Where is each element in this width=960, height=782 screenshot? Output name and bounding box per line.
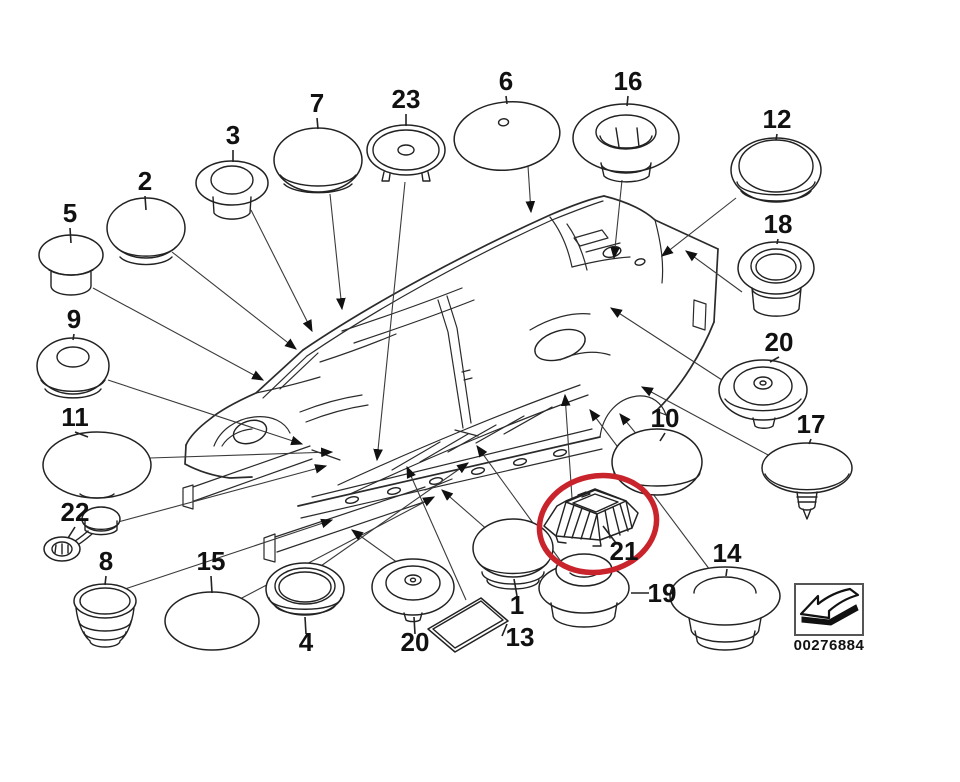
part-22-glyph <box>43 506 121 562</box>
part-4-glyph <box>265 562 345 616</box>
part-23-glyph <box>366 124 446 182</box>
label-20-right: 20 <box>765 327 794 357</box>
part-3-glyph <box>195 160 269 220</box>
part-18-glyph <box>737 241 815 317</box>
part-8-glyph <box>73 583 137 648</box>
highlight-ellipse-part-21 <box>536 472 660 576</box>
legend-part-number: 00276884 <box>794 637 865 654</box>
label-9: 9 <box>67 304 81 334</box>
label-13: 13 <box>506 622 535 652</box>
part-9-glyph <box>36 337 110 399</box>
label-ticks <box>67 95 812 637</box>
label-19: 19 <box>648 578 677 608</box>
label-10: 10 <box>651 403 680 433</box>
part-20-bottom-glyph <box>371 558 455 623</box>
label-17: 17 <box>797 409 826 439</box>
label-23: 23 <box>392 84 421 114</box>
part-5-glyph <box>38 234 104 296</box>
label-6: 6 <box>499 66 513 96</box>
label-1: 1 <box>510 590 524 620</box>
label-2: 2 <box>138 166 152 196</box>
part-labels: 5 2 3 7 23 6 16 12 18 20 17 9 11 22 8 15… <box>61 66 826 657</box>
part-12-glyph <box>730 137 822 203</box>
label-8: 8 <box>99 546 113 576</box>
part-glyphs <box>36 100 853 653</box>
part-7-glyph <box>273 127 363 194</box>
part-13-glyph <box>427 597 509 653</box>
part-20-right-glyph <box>718 359 808 429</box>
label-14: 14 <box>713 538 742 568</box>
part-14-glyph <box>669 566 781 651</box>
part-21-glyph <box>543 488 639 547</box>
label-15: 15 <box>197 546 226 576</box>
label-3: 3 <box>226 120 240 150</box>
part-10-glyph <box>611 428 703 496</box>
label-22: 22 <box>61 497 90 527</box>
car-body-wireframe <box>182 195 719 563</box>
direction-arrow-icon <box>799 587 860 626</box>
label-11: 11 <box>61 402 89 432</box>
leader-lines <box>92 165 771 601</box>
part-15-glyph <box>164 591 260 651</box>
label-20-bottom: 20 <box>401 627 430 657</box>
label-12: 12 <box>763 104 792 134</box>
legend: 00276884 <box>794 583 865 654</box>
part-17-glyph <box>761 442 853 520</box>
part-11-glyph <box>42 431 152 499</box>
part-6-glyph <box>453 100 561 172</box>
label-16: 16 <box>614 66 643 96</box>
label-18: 18 <box>764 209 793 239</box>
label-7: 7 <box>310 88 324 118</box>
part-16-glyph <box>572 103 680 183</box>
label-21: 21 <box>610 536 639 566</box>
part-1-glyph <box>472 518 554 590</box>
label-5: 5 <box>63 198 77 228</box>
part-2-glyph <box>106 197 186 266</box>
label-4: 4 <box>299 627 314 657</box>
